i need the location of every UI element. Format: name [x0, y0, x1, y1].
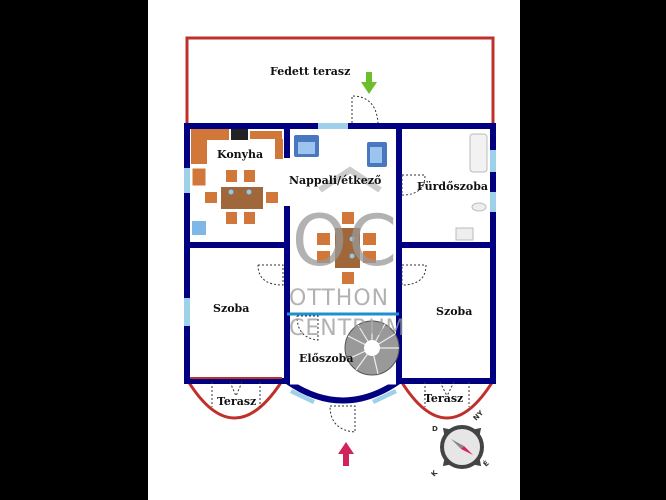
label-terrace-right: Terasz	[424, 392, 463, 405]
svg-text:OC: OC	[292, 200, 398, 282]
watermark-line2: CENTRUM	[289, 316, 406, 341]
label-bathroom: Fürdőszoba	[417, 180, 488, 193]
label-covered-terrace: Fedett terasz	[270, 65, 350, 78]
watermark-logo: OC OTTHON CENTRUM	[289, 166, 406, 341]
bathroom-fixtures	[455, 133, 488, 241]
spiral-staircase	[344, 320, 400, 376]
fridge-icon	[192, 221, 206, 235]
label-kitchen: Konyha	[217, 148, 263, 161]
main-entry-arrow-icon	[338, 442, 354, 466]
floor-plan-page: NY D É K OC OTTHON CENTRUM Fedett terasz…	[148, 0, 520, 500]
compass-label-n: NY	[472, 408, 486, 422]
label-room-left: Szoba	[213, 302, 249, 315]
watermark-line1: OTTHON	[289, 286, 389, 311]
compass-label-e: É	[481, 459, 491, 469]
sink-icon	[455, 227, 474, 241]
terrace-entry-arrow-icon	[361, 72, 377, 94]
bathtub-icon	[469, 133, 488, 173]
doors	[211, 95, 470, 433]
label-hall: Előszoba	[299, 352, 354, 365]
label-terrace-left: Terasz	[217, 395, 256, 408]
toilet-icon	[471, 202, 487, 212]
kitchen-furniture	[191, 129, 283, 235]
stove-icon	[231, 129, 248, 140]
living-furniture	[294, 135, 387, 284]
label-room-right: Szoba	[436, 305, 472, 318]
compass-label-w: D	[432, 425, 438, 433]
covered-terrace-outline	[185, 36, 495, 125]
compass-label-s: K	[430, 469, 440, 479]
terrace-left-outline	[186, 380, 284, 420]
compass-icon: NY D É K	[430, 408, 491, 479]
floor-plan: NY D É K OC OTTHON CENTRUM Fedett terasz…	[184, 36, 496, 479]
terrace-right-outline	[399, 380, 495, 420]
windows	[184, 123, 496, 404]
label-living-dining: Nappali/étkező	[289, 174, 381, 187]
